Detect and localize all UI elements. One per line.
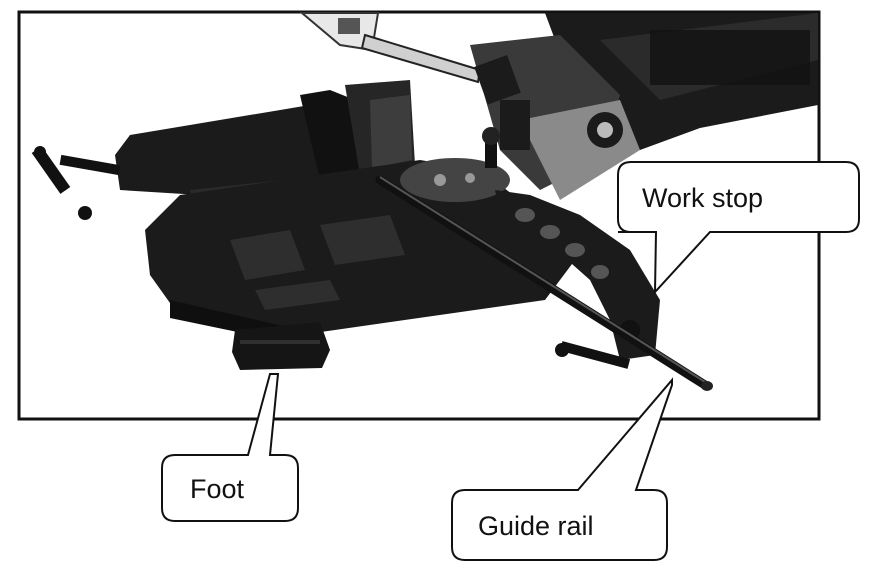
callout-label-foot: Foot	[190, 474, 245, 504]
work-stop	[495, 190, 660, 369]
callout-foot: Foot	[161, 373, 299, 522]
blade-arm	[360, 33, 640, 200]
base-casting	[145, 127, 575, 345]
guide-rail	[375, 175, 713, 391]
callout-work-stop: Work stop	[617, 161, 860, 295]
machine-illustration	[31, 12, 818, 391]
callout-guide-rail: Guide rail	[451, 377, 673, 561]
label-plate	[299, 12, 380, 52]
callout-label-guide-rail: Guide rail	[478, 511, 594, 541]
foot	[232, 322, 330, 370]
callout-label-work-stop: Work stop	[642, 183, 763, 213]
